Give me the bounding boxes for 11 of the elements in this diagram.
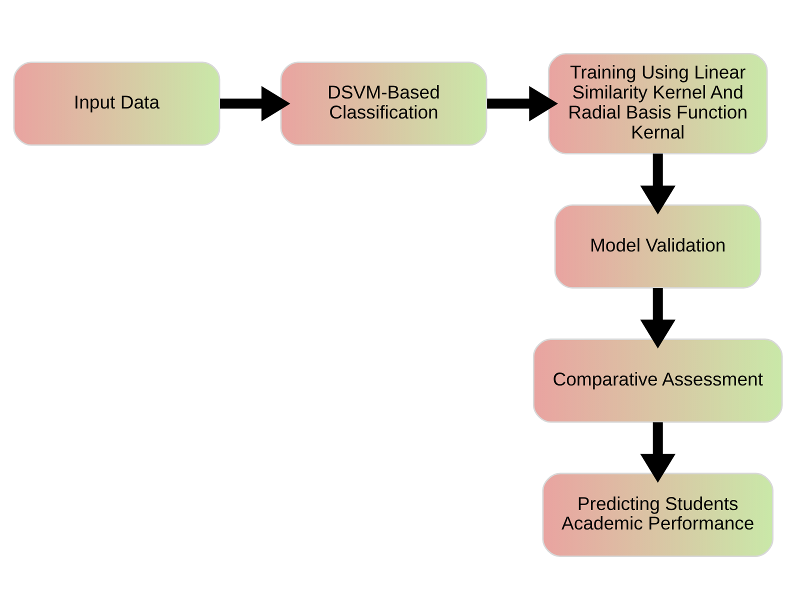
node-box: Training Using Linear Similarity Kernel And Radial Basis Function Kernal — [548, 53, 768, 154]
node-box: Predicting Students Academic Performance — [542, 472, 774, 557]
node-box: DSVM-Based Classification — [280, 62, 488, 146]
node-box: Model Validation — [554, 204, 762, 289]
arrow — [640, 422, 676, 483]
arrow — [220, 86, 290, 122]
arrow — [487, 86, 558, 122]
node-box: Comparative Assessment — [532, 338, 783, 423]
node-box: Input Data — [13, 62, 220, 146]
arrow — [640, 288, 676, 348]
arrow — [640, 154, 676, 214]
